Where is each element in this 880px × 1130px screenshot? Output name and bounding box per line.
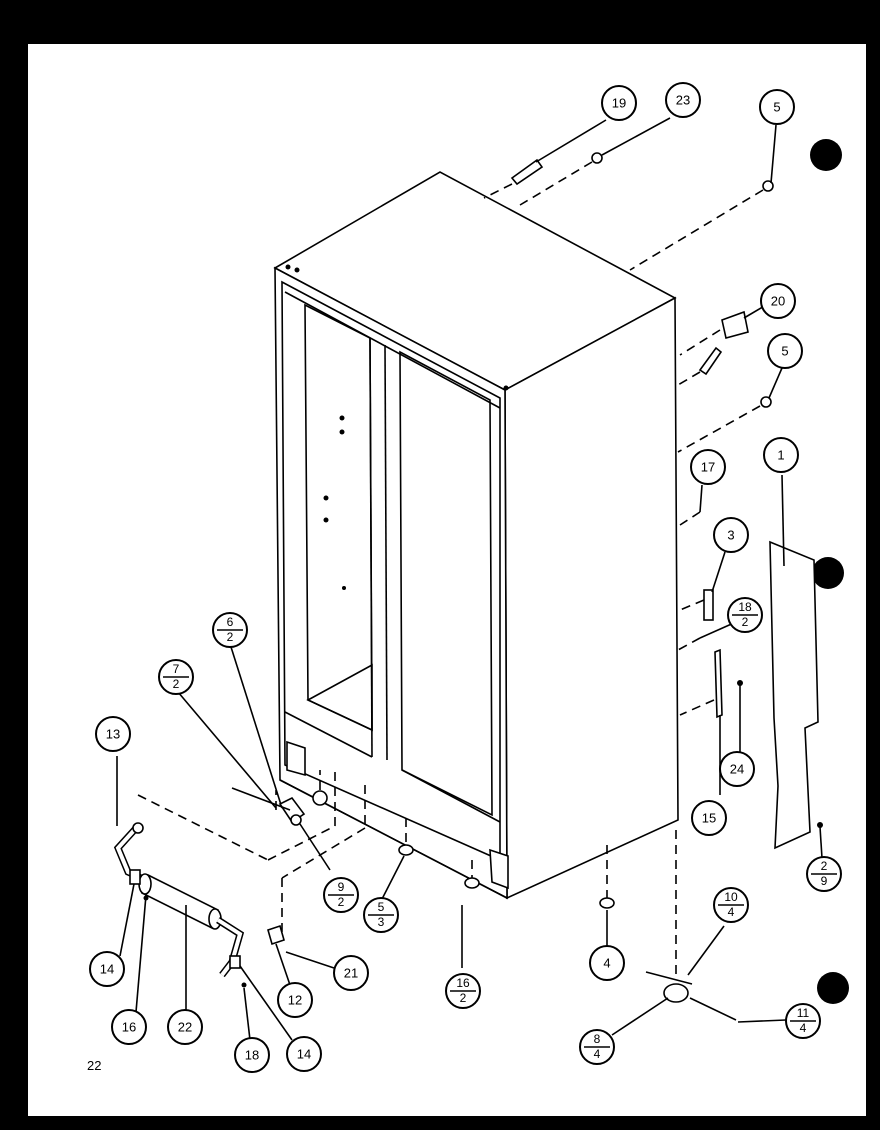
callout-denominator: 2 [338, 895, 345, 909]
callout-label: 3 [727, 527, 734, 542]
callout-denominator: 2 [460, 991, 467, 1005]
callout-6-2: 62 [212, 612, 248, 648]
callout-numerator: 10 [724, 890, 738, 904]
callout-circle [719, 751, 755, 787]
callout-16-2: 162 [445, 973, 481, 1009]
callout-label: 12 [288, 992, 302, 1007]
callout-22: 22 [167, 1009, 203, 1045]
hardware-parts [113, 117, 823, 1041]
callout-15: 15 [691, 800, 727, 836]
callout-5-top: 5 [759, 89, 795, 125]
callout-label: 1 [777, 447, 784, 462]
callout-8-4: 84 [579, 1029, 615, 1065]
callout-19: 19 [601, 85, 637, 121]
callout-circle [167, 1009, 203, 1045]
callout-label: 19 [612, 95, 626, 110]
callout-13: 13 [95, 716, 131, 752]
callout-numerator: 8 [594, 1032, 601, 1046]
callout-16: 16 [111, 1009, 147, 1045]
callout-17: 17 [690, 449, 726, 485]
callout-18-2: 182 [727, 597, 763, 633]
callout-denominator: 9 [821, 874, 828, 888]
callout-circle [277, 982, 313, 1018]
callout-18: 18 [234, 1037, 270, 1073]
callout-label: 23 [676, 92, 690, 107]
callout-7-2: 72 [158, 659, 194, 695]
registration-dot-bottom [817, 972, 849, 1004]
callout-circle [286, 1036, 322, 1072]
callout-numerator: 18 [738, 600, 752, 614]
callout-circle [333, 955, 369, 991]
callout-denominator: 2 [742, 615, 749, 629]
callout-circle [691, 800, 727, 836]
callout-numerator: 5 [378, 900, 385, 914]
page-number: 22 [87, 1058, 101, 1073]
callout-label: 20 [771, 293, 785, 308]
callout-20: 20 [760, 283, 796, 319]
callout-circle [760, 283, 796, 319]
callout-circle [95, 716, 131, 752]
callout-label: 24 [730, 761, 744, 776]
callout-label: 14 [100, 961, 114, 976]
callout-circle [759, 89, 795, 125]
callout-circle [665, 82, 701, 118]
callout-denominator: 2 [173, 677, 180, 691]
callout-label: 16 [122, 1019, 136, 1034]
callout-21: 21 [333, 955, 369, 991]
callout-numerator: 2 [821, 859, 828, 873]
callout-label: 13 [106, 726, 120, 741]
callout-numerator: 6 [227, 615, 234, 629]
callout-24: 24 [719, 751, 755, 787]
callout-5-mid: 5 [767, 333, 803, 369]
callout-circle [601, 85, 637, 121]
callout-circle [767, 333, 803, 369]
callout-label: 15 [702, 810, 716, 825]
refrigerator-cabinet [273, 171, 679, 900]
registration-dot-middle [812, 557, 844, 589]
callout-circle [111, 1009, 147, 1045]
callout-denominator: 4 [800, 1021, 807, 1035]
callout-14-left: 14 [89, 951, 125, 987]
callout-numerator: 7 [173, 662, 180, 676]
callout-circle [589, 945, 625, 981]
callout-11-4: 114 [785, 1003, 821, 1039]
callout-4: 4 [589, 945, 625, 981]
callout-3: 3 [713, 517, 749, 553]
callout-circle [763, 437, 799, 473]
callout-label: 14 [297, 1046, 311, 1061]
callout-circle [89, 951, 125, 987]
callout-circle [690, 449, 726, 485]
callout-2-9: 29 [806, 856, 842, 892]
callout-numerator: 11 [797, 1006, 810, 1020]
callout-label: 22 [178, 1019, 192, 1034]
registration-dot-top [810, 139, 842, 171]
callout-circle [713, 517, 749, 553]
callout-14-right: 14 [286, 1036, 322, 1072]
callout-denominator: 2 [227, 630, 234, 644]
callout-denominator: 4 [594, 1047, 601, 1061]
callout-label: 5 [773, 99, 780, 114]
callout-circle [234, 1037, 270, 1073]
callout-1: 1 [763, 437, 799, 473]
callout-label: 4 [603, 955, 610, 970]
callout-12: 12 [277, 982, 313, 1018]
callout-denominator: 4 [728, 905, 735, 919]
callout-10-4: 104 [713, 887, 749, 923]
callout-23: 23 [665, 82, 701, 118]
callout-denominator: 3 [378, 915, 385, 929]
callout-label: 18 [245, 1047, 259, 1062]
callout-label: 17 [701, 459, 715, 474]
callout-numerator: 9 [338, 880, 345, 894]
callout-9-2: 92 [323, 877, 359, 913]
callout-label: 21 [344, 965, 358, 980]
callout-label: 5 [781, 343, 788, 358]
callout-5-3: 53 [363, 897, 399, 933]
callout-numerator: 16 [456, 976, 470, 990]
